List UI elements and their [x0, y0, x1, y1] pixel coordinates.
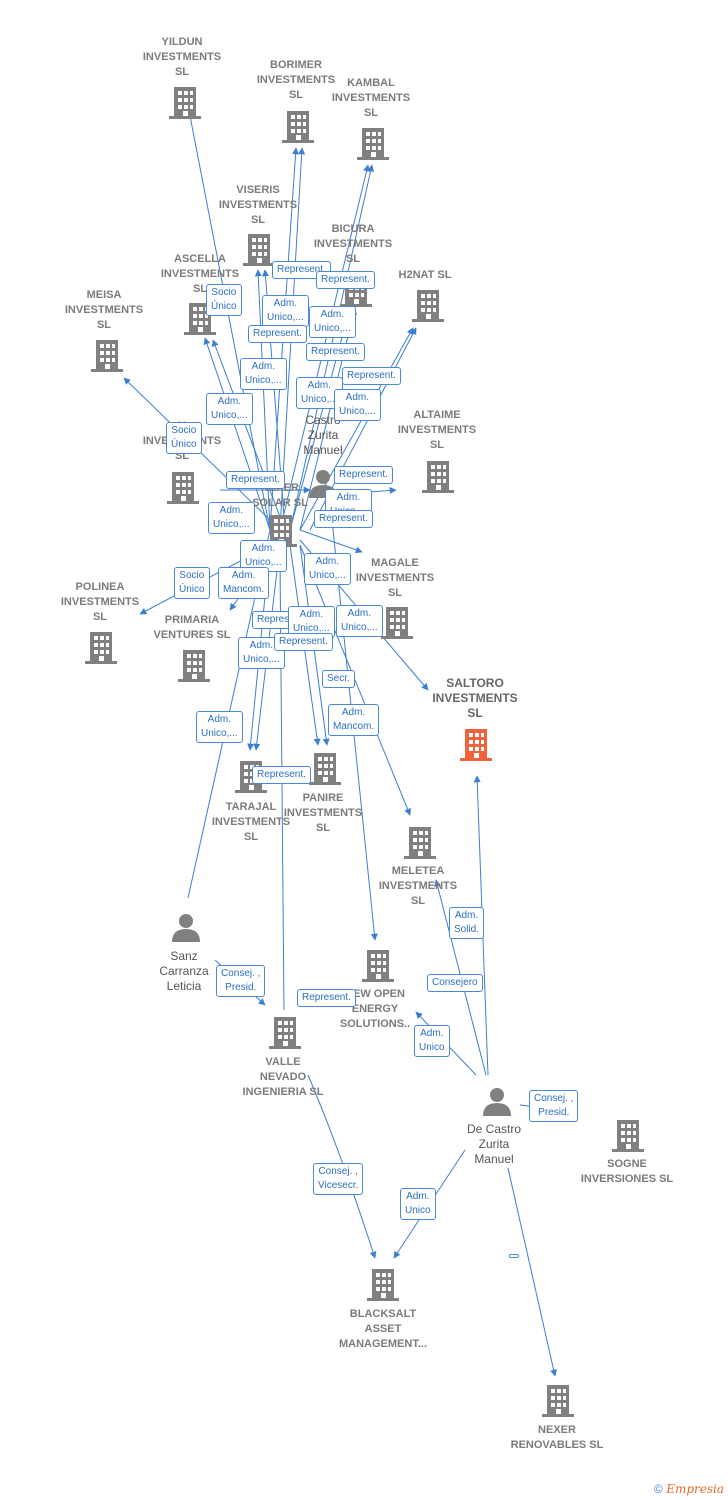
node-label-yildun[interactable]: YILDUN INVESTMENTS SL [142, 36, 222, 78]
building-icon [542, 1385, 574, 1417]
building-icon [460, 729, 492, 761]
edge-label[interactable]: Adm. Unico,... [208, 502, 255, 534]
building-icon [362, 950, 394, 982]
node-label-primaria[interactable]: PRIMARIA VENTURES SL [153, 614, 231, 641]
edge-label[interactable]: Consejero [427, 974, 483, 992]
node-label-magale[interactable]: MAGALE INVESTMENTS SL [355, 557, 435, 599]
node-label-ascella[interactable]: ASCELLA INVESTMENTS SL [160, 253, 240, 295]
edge-label[interactable]: Represent. [334, 466, 393, 484]
edge-label[interactable]: Represent. [314, 510, 373, 528]
building-icon [357, 128, 389, 160]
edge-label[interactable]: Adm. Unico,... [336, 605, 383, 637]
node-label-polinea[interactable]: POLINEA INVESTMENTS SL [60, 581, 140, 623]
node-label-nexer-renovables[interactable]: NEXER RENOVABLES SL [510, 1424, 604, 1451]
node-label-viseris[interactable]: VISERIS INVESTMENTS SL [218, 184, 298, 226]
edge-label[interactable]: Represent. [226, 471, 285, 489]
edge-label[interactable]: Represent. [316, 271, 375, 289]
copyright-icon: © [654, 1482, 663, 1496]
building-icon [367, 1269, 399, 1301]
person-icon [172, 914, 200, 942]
edge-label[interactable]: Represent. [274, 633, 333, 651]
edge-label[interactable]: Adm. Unico [414, 1025, 450, 1057]
node-label-saltoro[interactable]: SALTORO INVESTMENTS SL [432, 676, 518, 720]
node-label-sanz-carranza[interactable]: Sanz Carranza Leticia [159, 949, 209, 993]
building-icon [309, 753, 341, 785]
node-label-tarajal[interactable]: TARAJAL INVESTMENTS SL [211, 801, 291, 843]
brand-logo: Empresia [666, 1482, 724, 1496]
building-icon [91, 340, 123, 372]
edge-label[interactable]: Adm. Mancom. [328, 704, 380, 736]
edge-label[interactable]: Represent. [306, 343, 365, 361]
building-icon [169, 87, 201, 119]
edge-label[interactable]: Adm. Unico,... [296, 377, 343, 409]
node-label-blacksalt[interactable]: BLACKSALT ASSET MANAGEMENT... [339, 1308, 427, 1350]
node-label-sogne[interactable]: SOGNE INVERSIONES SL [580, 1158, 674, 1185]
edge-label[interactable]: Adm. Unico,... [288, 606, 335, 638]
building-icon [85, 632, 117, 664]
person-icon [483, 1088, 511, 1116]
edge-label[interactable]: Adm. Unico,... [262, 295, 309, 327]
building-icon [612, 1120, 644, 1152]
edge-label[interactable]: Adm. Solid. [449, 907, 485, 939]
building-icon [404, 827, 436, 859]
node-label-altaime[interactable]: ALTAIME INVESTMENTS SL [397, 409, 477, 451]
edge-label[interactable]: Represent. [342, 367, 401, 385]
edge-label[interactable]: Adm. Mancom. [218, 567, 270, 599]
building-icon [269, 1017, 301, 1049]
node-label-meisa[interactable]: MEISA INVESTMENTS SL [64, 289, 144, 331]
edge-label[interactable]: Adm. Unico,... [334, 389, 381, 421]
node-label-valle-nevado[interactable]: VALLE NEVADO INGENIERIA SL [242, 1056, 324, 1098]
node-label-new-open-energy[interactable]: NEW OPEN ENERGY SOLUTIONS.. [339, 988, 411, 1030]
edge-label[interactable] [509, 1254, 519, 1258]
edge-label[interactable]: Socio Único [206, 284, 242, 316]
node-label-kambal[interactable]: KAMBAL INVESTMENTS SL [331, 77, 411, 119]
node-label-bicura[interactable]: BICURA INVESTMENTS SL [313, 223, 393, 265]
edge-label[interactable]: Adm. Unico,... [309, 306, 356, 338]
edge-label[interactable]: Adm. Unico [400, 1188, 436, 1220]
edge-label[interactable]: Adm. Unico,... [240, 540, 287, 572]
edge-label[interactable]: Consej. , Vicesecr. [313, 1163, 364, 1195]
edge-label[interactable]: Adm. Unico,... [240, 358, 287, 390]
building-icon [167, 472, 199, 504]
building-icon [422, 461, 454, 493]
edge-label[interactable]: Secr. [322, 670, 355, 688]
edge-label[interactable]: Adm. Unico,... [304, 553, 351, 585]
node-label-borimer[interactable]: BORIMER INVESTMENTS SL [256, 59, 336, 101]
building-icon [178, 650, 210, 682]
edge-label[interactable]: Consej. , Presid. [216, 965, 266, 997]
footer-brand[interactable]: © Empresia [654, 1482, 724, 1496]
node-label-panire[interactable]: PANIRE INVESTMENTS SL [283, 792, 363, 834]
building-icon [412, 290, 444, 322]
building-icon [282, 111, 314, 143]
edge-label[interactable]: Represent. [252, 766, 311, 784]
edge-label[interactable]: Adm. Unico,... [238, 637, 285, 669]
building-icon [381, 607, 413, 639]
edge-label[interactable]: Represent. [248, 325, 307, 343]
node-label-de-castro-zurita[interactable]: De Castro Zurita Manuel [466, 1122, 522, 1166]
edge-label[interactable]: Represent. [297, 989, 356, 1007]
node-label-castro-zurita[interactable]: Castro Zurita Manuel [303, 413, 343, 457]
node-label-h2nat[interactable]: H2NAT SL [398, 269, 452, 281]
edge-label[interactable]: Socio Único [166, 422, 202, 454]
edge-label[interactable]: Consej. , Presid. [529, 1090, 579, 1122]
node-label-meletea[interactable]: MELETEA INVESTMENTS SL [378, 865, 458, 907]
edge-label[interactable]: Socio Único [174, 567, 210, 599]
edge-label[interactable]: Adm. Unico,... [196, 711, 243, 743]
edge-label[interactable]: Adm. Unico,... [206, 393, 253, 425]
